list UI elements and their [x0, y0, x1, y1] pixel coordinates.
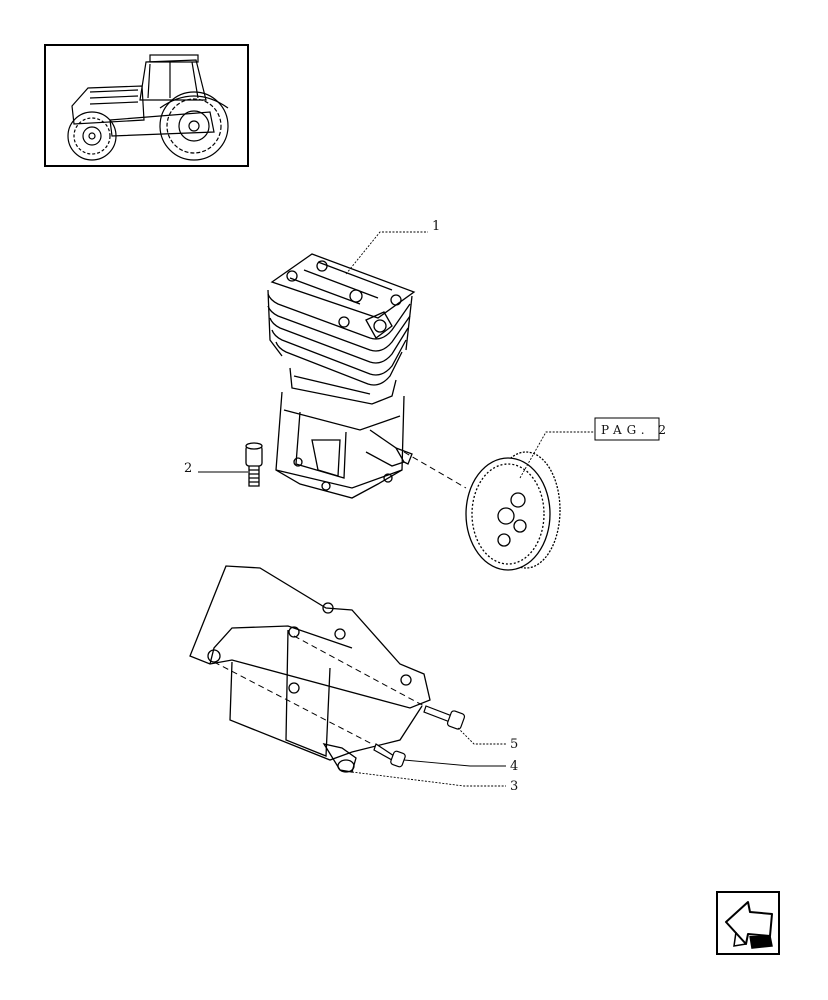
pulley — [465, 451, 561, 571]
callout-3: 3 — [510, 779, 518, 794]
callout-5: 5 — [510, 737, 518, 752]
air-compressor — [267, 253, 416, 499]
callout-2: 2 — [184, 461, 192, 476]
callout-4: 4 — [510, 759, 518, 774]
page-reference-box[interactable]: PAG. 2 — [594, 417, 671, 441]
leader-lines — [198, 231, 594, 787]
back-arrow-icon[interactable] — [716, 891, 780, 955]
page-reference-label: PAG. 2 — [601, 423, 671, 437]
tractor-thumbnail-icon — [44, 44, 249, 167]
screw-4 — [373, 743, 406, 768]
mounting-bracket — [189, 565, 431, 773]
cap-screw-2 — [245, 442, 263, 487]
callout-1: 1 — [432, 219, 440, 234]
screw-5 — [423, 705, 466, 730]
assembly-lines — [213, 451, 467, 745]
